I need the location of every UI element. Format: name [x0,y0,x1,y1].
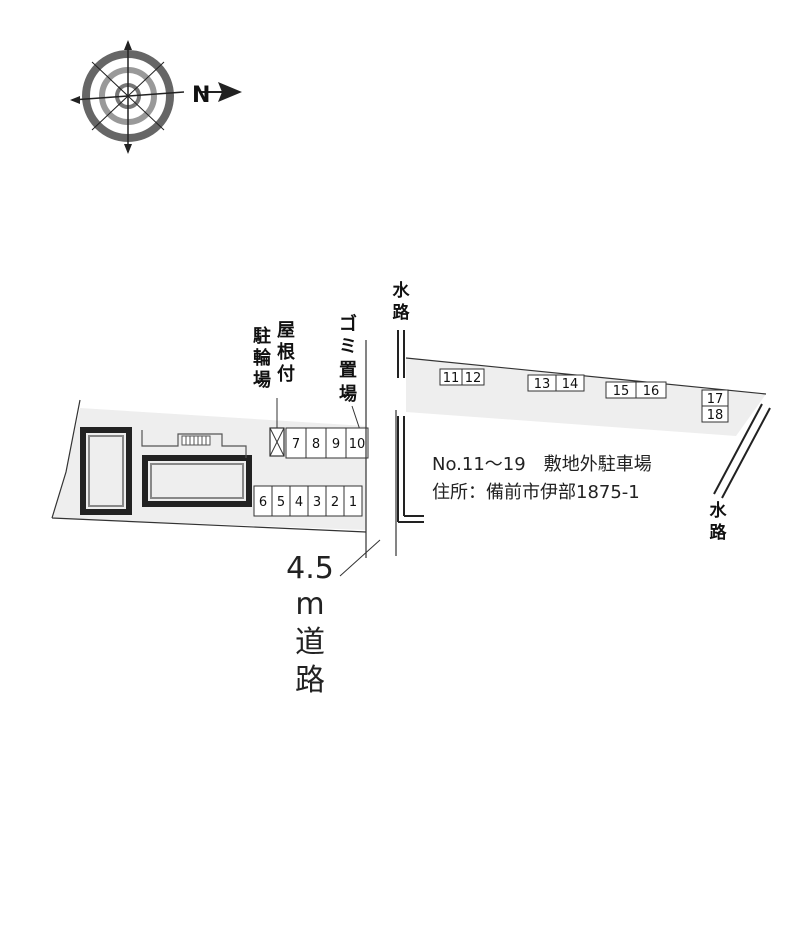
space-label: 18 [707,408,724,423]
building-main-inner [150,463,244,499]
space-label: 9 [332,437,340,452]
building-main [142,455,252,507]
building-left [80,427,132,515]
space-label: 13 [534,377,551,392]
svg-text:付: 付 [277,363,295,385]
building-left-inner [88,435,124,507]
space-label: 14 [562,377,579,392]
bike-parking-label: 屋 根 付 駐 輪 場 [253,320,295,391]
space-label: 4 [295,495,303,510]
space-label: 10 [349,437,366,452]
compass-north-label: N [192,83,210,108]
offsite-parking-label: No.11～19 敷地外駐車場 [432,454,652,475]
waterway-top [397,330,424,523]
compass-rose-icon: N [70,40,242,154]
offsite-spaces: 11 12 13 14 15 16 17 18 [439,368,729,423]
space-label: 11 [443,371,460,386]
waterway-right-label: 水 路 [710,500,728,543]
address-label: 住所：備前市伊部1875-1 [432,482,640,503]
space-label: 1 [349,495,357,510]
road-width-leader [339,539,381,577]
svg-text:根: 根 [277,341,295,363]
lot-outline [51,399,367,533]
stairs-icon [181,435,211,446]
space-label: 5 [277,495,285,510]
svg-text:輪: 輪 [253,347,272,369]
waterway-top-label: 水 路 [393,280,411,323]
svg-text:路: 路 [710,522,728,543]
svg-text:置: 置 [339,360,357,381]
space-label: 16 [643,384,660,399]
svg-text:路: 路 [393,302,411,323]
road-unit-label: m 道 路 [295,587,325,698]
svg-text:場: 場 [339,384,357,405]
bike-parking-marker [269,398,285,457]
svg-text:場: 場 [253,370,271,391]
space-label: 8 [312,437,320,452]
svg-text:路: 路 [295,663,325,698]
svg-text:水: 水 [710,500,728,521]
road-width-label: 4.5 [286,551,334,586]
svg-text:ミ: ミ [339,336,357,357]
offsite-lot-edge [405,357,767,395]
waterway-right [713,403,771,499]
svg-text:道: 道 [295,625,325,660]
svg-text:駐: 駐 [253,325,271,347]
svg-text:水: 水 [393,280,411,301]
space-label: 15 [613,384,630,399]
onsite-spaces-bottom: 6 5 4 3 2 1 [253,485,363,517]
svg-text:ゴ: ゴ [339,313,357,335]
svg-text:屋: 屋 [277,320,295,341]
onsite-spaces-top: 7 8 9 10 [285,427,369,459]
space-label: 12 [465,371,482,386]
building-annex [141,430,247,458]
offsite-lot [406,358,766,436]
space-label: 3 [313,495,321,510]
space-label: 6 [259,495,267,510]
svg-text:m: m [295,587,324,622]
space-label: 17 [707,392,724,407]
space-label: 2 [331,495,339,510]
garbage-label: ゴ ミ 置 場 [339,313,357,405]
space-label: 7 [292,437,300,452]
